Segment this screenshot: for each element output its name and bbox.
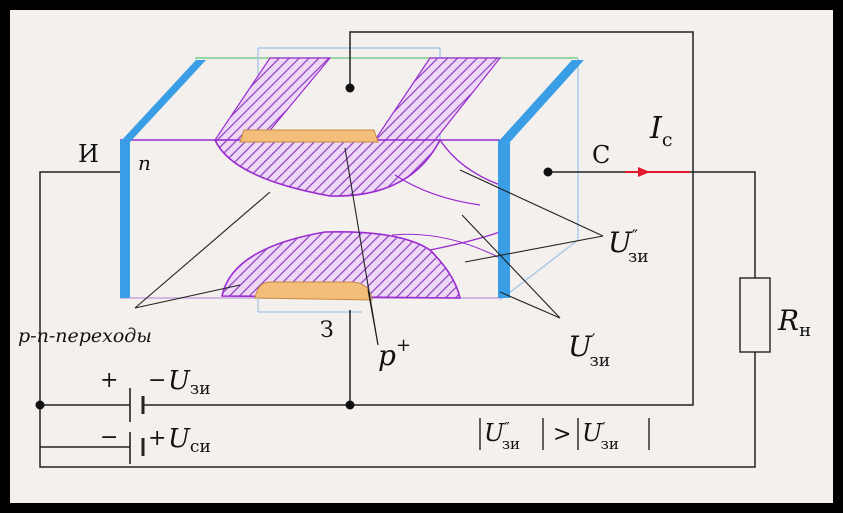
u-gate-prime-label: U′зи [568,330,610,371]
gate-battery [129,388,145,422]
source-label: И [78,140,99,168]
drain-terminal-dot [543,167,553,177]
drain-label: С [592,141,610,169]
lower-depletion-region [221,231,461,299]
load-resistor-label: Rн [777,304,811,341]
current-label: Iс [649,111,673,151]
drain-electrode [498,60,584,298]
gate-battery-voltage: Uзи [168,366,211,399]
svg-text:U″зи: U″зи [484,419,520,453]
load-resistor [739,277,771,353]
source-electrode [120,60,206,298]
inequality-operator: > [553,422,571,447]
drain-battery [129,432,145,464]
gate-terminal-dot [345,83,355,93]
n-region-label: n [138,151,151,175]
gate-label: З [320,318,334,343]
svg-text:U′зи: U′зи [582,419,619,453]
current-arrow [625,167,690,177]
lower-gate-contact [254,281,373,301]
drain-battery-voltage: Uси [168,424,211,457]
junction-dots [35,83,553,410]
inequality: U″зи > U′зи [479,418,650,453]
upper-gate-region [213,57,502,206]
drain-battery-plus: + [148,426,166,451]
pointer-lines [134,147,604,346]
u-gate-double-prime-label: U″зи [608,226,649,267]
upper-depletion-region [213,139,442,197]
circuit-wires [39,31,756,468]
pn-junctions-label: p-n-переходы [18,325,152,347]
drain-battery-minus: − [100,425,118,450]
lower-gate-region [221,231,501,313]
upper-gate-contact [239,129,379,143]
gate-battery-minus: − [148,368,166,393]
gate-battery-plus: + [100,368,118,393]
p-plus-label: p+ [378,335,411,372]
